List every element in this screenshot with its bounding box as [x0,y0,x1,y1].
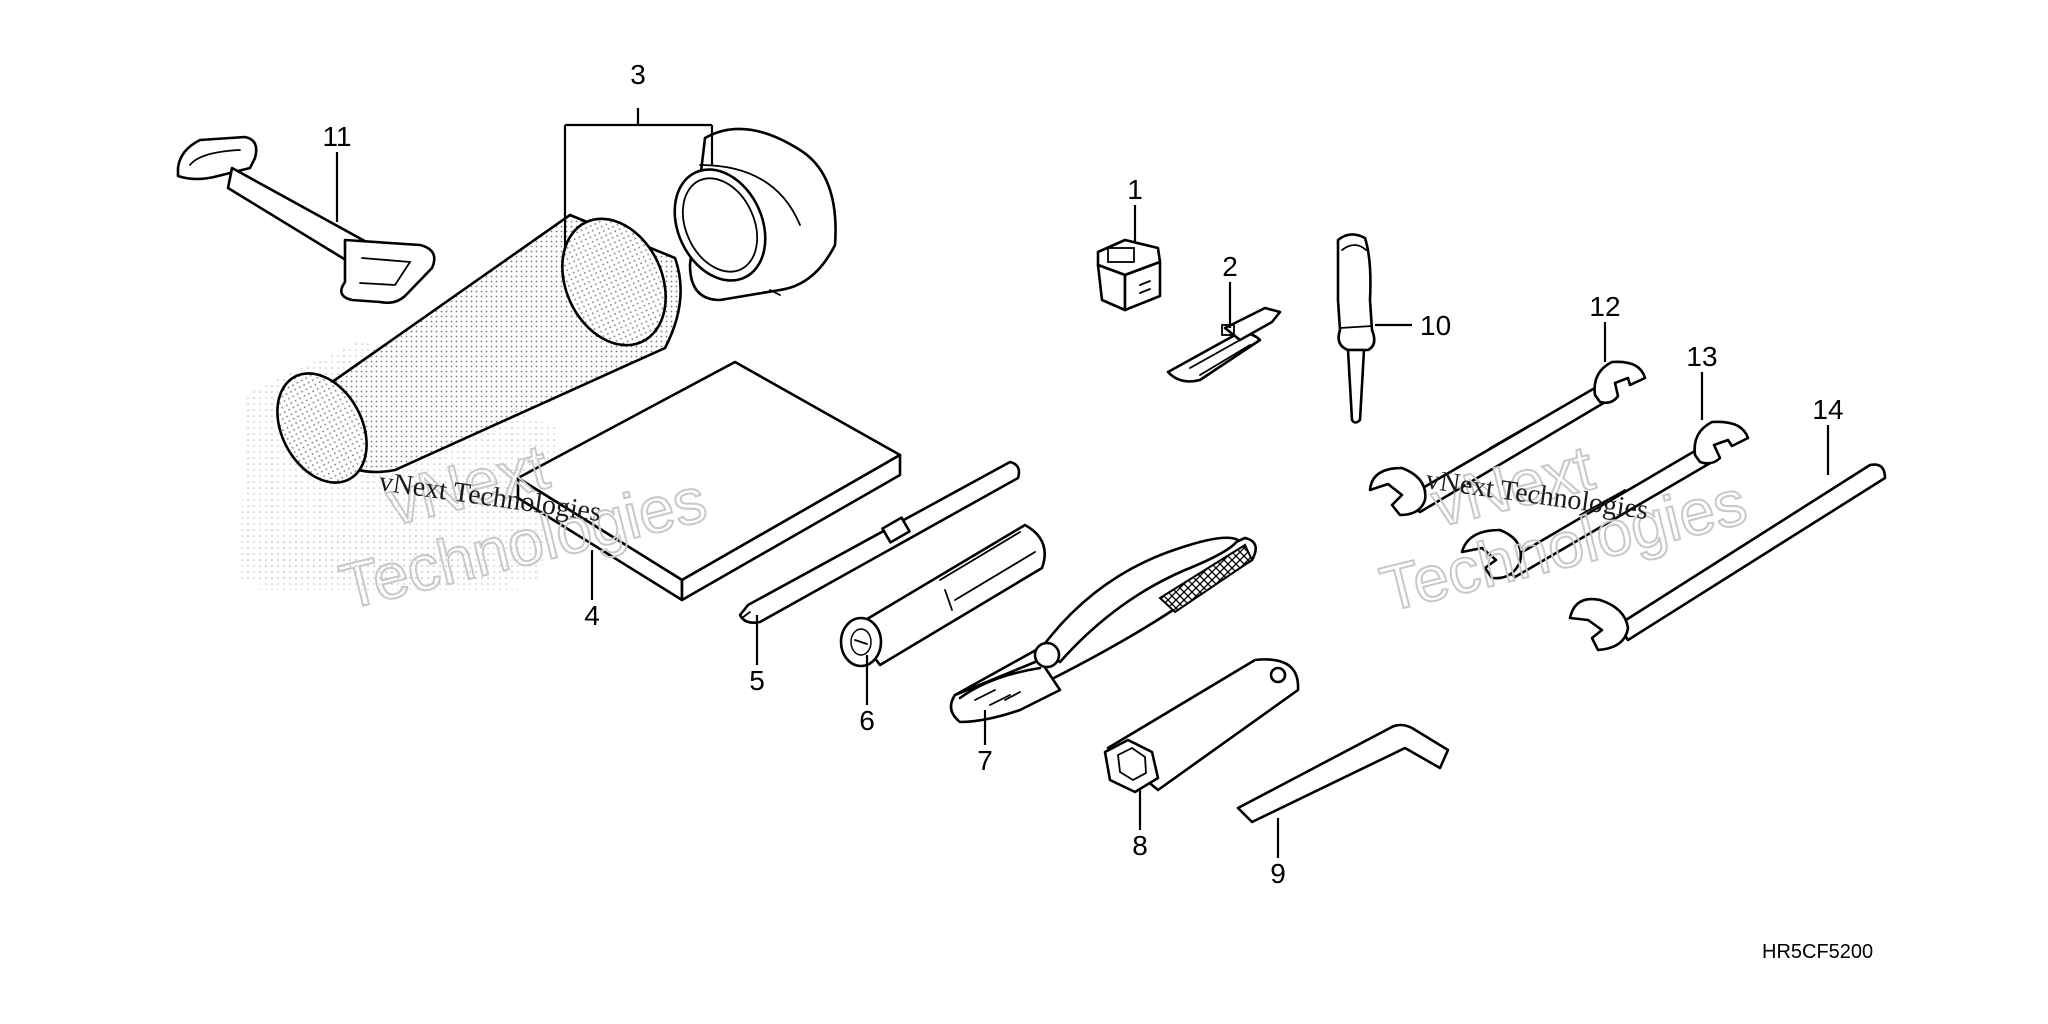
battery-strap-part-11 [176,135,436,305]
wrench-part-13 [1460,420,1750,580]
tool-bag-part-3 [276,127,837,484]
callout-6: 6 [859,705,875,736]
valve-tool-part-10 [1336,233,1376,424]
callout-9: 9 [1270,858,1286,889]
callout-4: 4 [584,600,600,631]
callout-10: 10 [1420,310,1451,341]
screwdriver-handle-part-6 [839,523,1046,668]
callout-2: 2 [1222,251,1238,282]
fuse-puller-part-2 [1166,306,1282,383]
wrench-part-12 [1368,360,1647,517]
callout-8: 8 [1132,830,1148,861]
wrench-part-14 [1568,463,1887,652]
callout-3: 3 [630,59,646,90]
screwdriver-shaft-part-5 [738,460,1021,624]
owners-manual-part-4 [516,360,902,602]
callout-numbers: 1 2 3 4 5 6 7 8 9 10 11 12 13 14 [322,59,1843,889]
pliers-part-7 [949,536,1257,724]
hex-key-part-9 [1236,723,1450,824]
leader-lines [335,108,1830,858]
callout-11: 11 [322,121,351,152]
diagram-reference-code: HR5CF5200 [1762,941,1873,963]
callout-1: 1 [1127,174,1143,205]
callout-13: 13 [1686,341,1717,372]
callout-12: 12 [1589,291,1620,322]
callout-7: 7 [977,745,993,776]
spark-plug-wrench-part-8 [1103,658,1300,794]
callout-14: 14 [1812,394,1843,425]
callout-5: 5 [749,665,765,696]
fuse-part-1 [1096,238,1162,312]
